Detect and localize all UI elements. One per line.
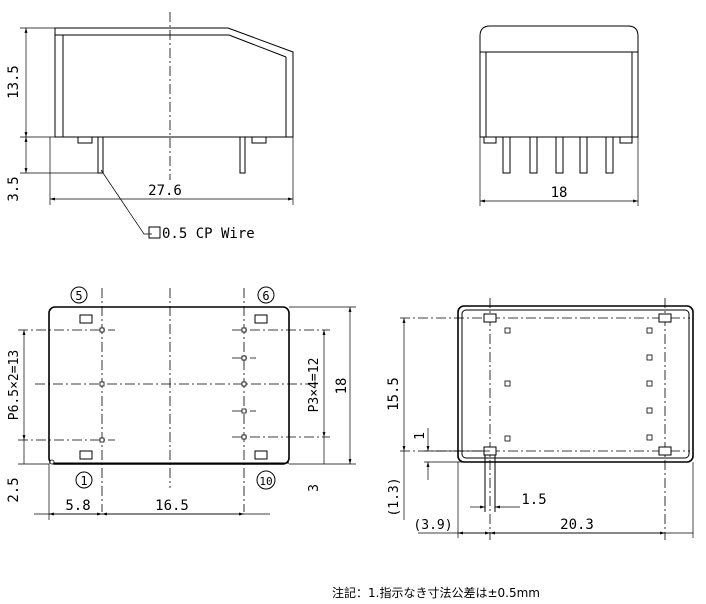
pin-label-10: 10 xyxy=(259,475,272,488)
dim-pitch-right: P3×4=12 xyxy=(307,358,322,413)
pin-label-6: 6 xyxy=(262,289,269,303)
dim-18-front: 18 xyxy=(551,185,568,201)
front-view xyxy=(479,25,639,206)
pin-marker-6 xyxy=(257,286,275,304)
dim-18-bottom: 18 xyxy=(334,378,350,395)
pin-label-1: 1 xyxy=(80,474,87,488)
dim-pitch-left: P6.5×2=13 xyxy=(7,350,22,420)
pin-marker-10 xyxy=(256,470,276,490)
tolerance-note: 注記：1.指示なき寸法公差は±0.5mm xyxy=(332,585,540,600)
wire-square-icon xyxy=(148,226,161,239)
side-view xyxy=(20,12,294,239)
dim-3: 3 xyxy=(307,484,322,492)
dim-1-3: (1.3) xyxy=(387,477,402,516)
wire-label: 0.5 CP Wire xyxy=(162,226,255,242)
pin-marker-1 xyxy=(75,471,93,489)
dim-3-5: 3.5 xyxy=(6,176,22,201)
pin-marker-5 xyxy=(70,286,88,304)
bottom-view xyxy=(18,286,356,520)
dim-20-3: 20.3 xyxy=(560,517,594,533)
dim-27-6: 27.6 xyxy=(148,183,182,199)
dim-2-5: 2.5 xyxy=(6,477,22,502)
dim-16-5: 16.5 xyxy=(155,498,189,514)
footprint-view xyxy=(400,298,694,540)
dim-1-5: 1.5 xyxy=(521,492,546,508)
dim-5-8: 5.8 xyxy=(65,498,90,514)
dim-15-5: 15.5 xyxy=(386,377,402,411)
dim-3-9: (3.9) xyxy=(413,518,452,533)
dim-13-5: 13.5 xyxy=(6,65,22,99)
dim-1: 1 xyxy=(413,432,428,440)
pin-label-5: 5 xyxy=(75,289,82,303)
